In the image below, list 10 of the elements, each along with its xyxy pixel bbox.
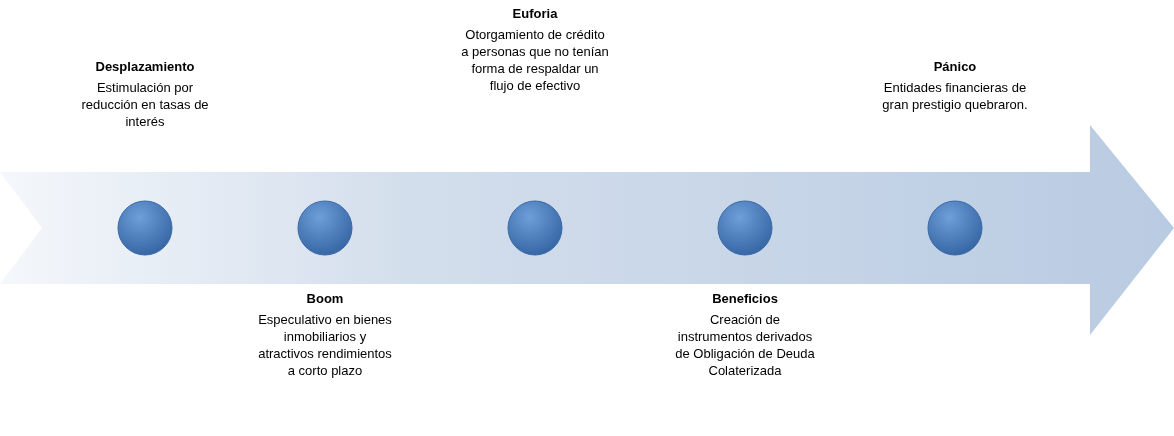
stage-title: Beneficios (711, 290, 779, 307)
stage-title: Boom (305, 290, 345, 307)
stage-description: Creación de instrumentos derivados de Obligación de Deuda Colaterizada (675, 311, 815, 379)
stage-title: Euforia (511, 5, 559, 22)
stage-description: Estimulación por reducción en tasas de interés (80, 79, 210, 130)
stage-description: Entidades financieras de gran prestigio quebraron. (881, 79, 1029, 113)
stage-description: Otorgamiento de crédito a personas que no tenían forma de respaldar un flujo de efectivo (460, 26, 610, 94)
stage-title: Desplazamiento (94, 58, 196, 75)
stage-title: Pánico (932, 58, 978, 75)
stage-description: Especulativo en bienes inmobiliarios y atractivos rendimientos a corto plazo (257, 311, 393, 379)
